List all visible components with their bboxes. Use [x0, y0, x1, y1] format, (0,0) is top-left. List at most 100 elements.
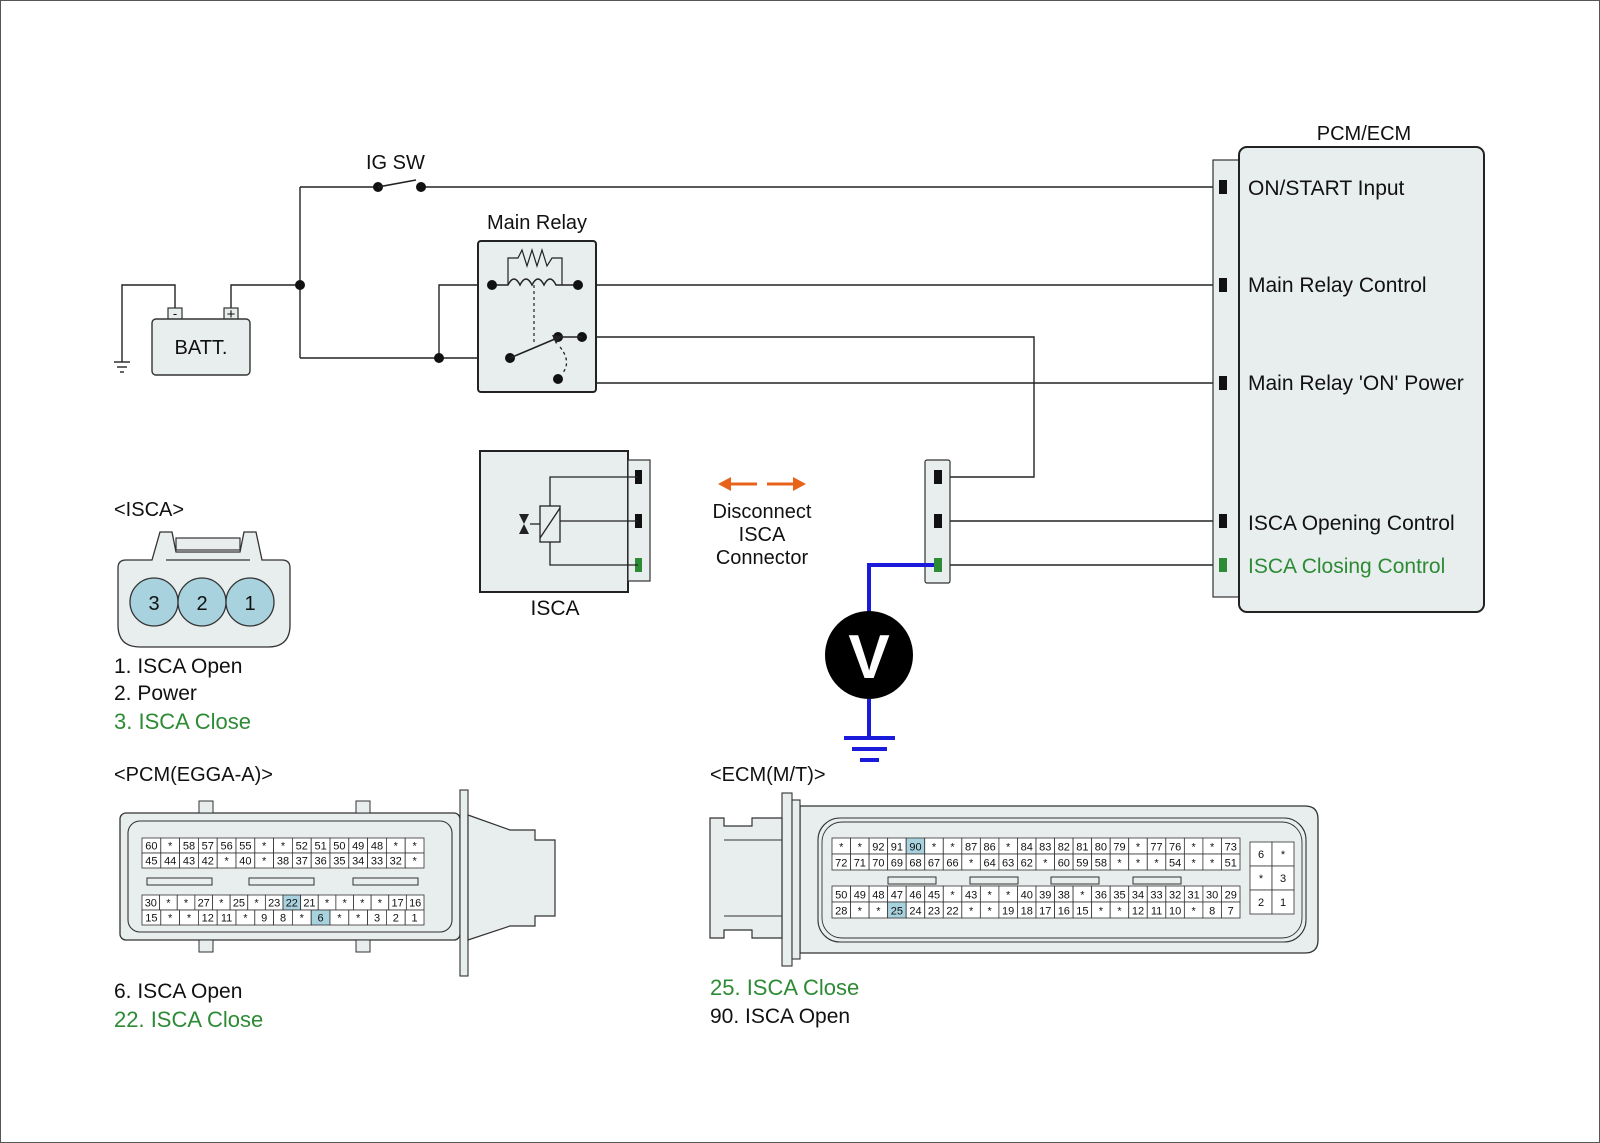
pin-number: * [839, 841, 844, 853]
side-pin-number: 3 [1280, 873, 1286, 885]
pin-number: 68 [909, 857, 921, 869]
pin-number: 91 [891, 841, 903, 853]
pin-number: * [262, 856, 267, 868]
pin-number: * [1117, 905, 1122, 917]
wires [121, 186, 1222, 566]
pin-number: 52 [296, 841, 308, 853]
side-pin-cell [1271, 889, 1295, 915]
pin-number: 72 [835, 857, 847, 869]
pin-number: * [1191, 857, 1196, 869]
pin-number: 17 [391, 898, 403, 910]
pin-number: 33 [371, 856, 383, 868]
ecm-pin-isca-closing: ISCA Closing Control [1248, 555, 1445, 578]
pin-cell [1221, 901, 1241, 919]
pin-number: 34 [1132, 889, 1144, 901]
pin-number: 12 [202, 913, 214, 925]
pin-number: * [950, 841, 955, 853]
junction-dots [295, 182, 444, 363]
pin-number: 28 [835, 905, 847, 917]
pin-number: 32 [1169, 889, 1181, 901]
pin-number: 58 [1095, 857, 1107, 869]
pin-number: * [224, 856, 229, 868]
pin-number: * [412, 841, 417, 853]
pin-number: 57 [202, 841, 214, 853]
pin-number: 50 [333, 841, 345, 853]
pin-number: 40 [1021, 889, 1033, 901]
ecm-legend-2: 90. ISCA Open [710, 1005, 850, 1028]
pin-number: * [1154, 857, 1159, 869]
ecm-connector-title: <ECM(M/T)> [710, 764, 826, 786]
pin-number: 8 [280, 913, 286, 925]
ecm-pin-main-relay-control: Main Relay Control [1248, 274, 1427, 297]
battery-plus-wire [230, 284, 300, 308]
pin-cell [1221, 853, 1241, 871]
pin-number: 58 [183, 841, 195, 853]
disconnect-line1: Disconnect [713, 501, 812, 523]
pin-number: 49 [854, 889, 866, 901]
battery: BATT. - + [151, 306, 251, 376]
pin-number: 86 [984, 841, 996, 853]
pin-number: 84 [1021, 841, 1033, 853]
pin-number: * [1210, 841, 1215, 853]
pin-number: 71 [854, 857, 866, 869]
isca-pin-3-label: 3 [148, 593, 159, 615]
pin-number: 38 [277, 856, 289, 868]
pin-number: 30 [1206, 889, 1218, 901]
pin-number: 50 [835, 889, 847, 901]
pin-number: 35 [1113, 889, 1125, 901]
pin-number: * [412, 856, 417, 868]
pin-number: 23 [268, 898, 280, 910]
pcm-legend-2: 22. ISCA Close [114, 1007, 263, 1032]
pin-number: 90 [909, 841, 921, 853]
pin-number: 43 [965, 889, 977, 901]
isca-pin-1-label: 1 [244, 593, 255, 615]
pin-number: 35 [333, 856, 345, 868]
pin-number: * [1006, 889, 1011, 901]
pin-number: 6 [318, 913, 324, 925]
pin-number: 63 [1002, 857, 1014, 869]
pin-number: 80 [1095, 841, 1107, 853]
relay-coil [492, 278, 578, 287]
pin-number: 11 [221, 913, 232, 925]
pin-number: 32 [390, 856, 402, 868]
pin-number: 77 [1150, 841, 1162, 853]
pin-number: 25 [891, 905, 903, 917]
pin-number: 21 [303, 898, 315, 910]
pin-number: 60 [145, 841, 157, 853]
pin-number: 12 [1132, 905, 1144, 917]
pin-number: 43 [183, 856, 195, 868]
pin-number: * [1043, 857, 1048, 869]
pin-number: 19 [1002, 905, 1014, 917]
pin-number: 42 [202, 856, 214, 868]
battery-ground-icon [114, 361, 130, 373]
isca-actuator: ISCA [479, 450, 651, 620]
pin-number: * [1191, 905, 1196, 917]
pin-number: 25 [233, 898, 245, 910]
pin-number: 40 [239, 856, 251, 868]
pin-number: * [987, 889, 992, 901]
pin-number: * [166, 898, 171, 910]
battery-minus-sign: - [173, 306, 177, 321]
pcm-legend-1: 6. ISCA Open [114, 980, 242, 1003]
ecm-pin-main-relay-on-power: Main Relay 'ON' Power [1248, 372, 1464, 395]
isca-legend-2: 2. Power [114, 682, 197, 705]
pin-number: 36 [314, 856, 326, 868]
pin-number: * [858, 841, 863, 853]
pin-number: 23 [928, 905, 940, 917]
pin-number: 87 [965, 841, 977, 853]
pin-number: * [969, 905, 974, 917]
ecm-legend-1: 25. ISCA Close [710, 975, 859, 1000]
pin-number: * [858, 905, 863, 917]
pin-number: 66 [946, 857, 958, 869]
pin-number: 82 [1058, 841, 1070, 853]
pin-number: * [300, 913, 305, 925]
pin-number: 3 [374, 913, 380, 925]
pin-number: * [876, 905, 881, 917]
pin-number: 51 [1225, 857, 1237, 869]
pin-number: 44 [164, 856, 176, 868]
isca-component-label: ISCA [530, 597, 579, 620]
pin-number: 2 [393, 913, 399, 925]
